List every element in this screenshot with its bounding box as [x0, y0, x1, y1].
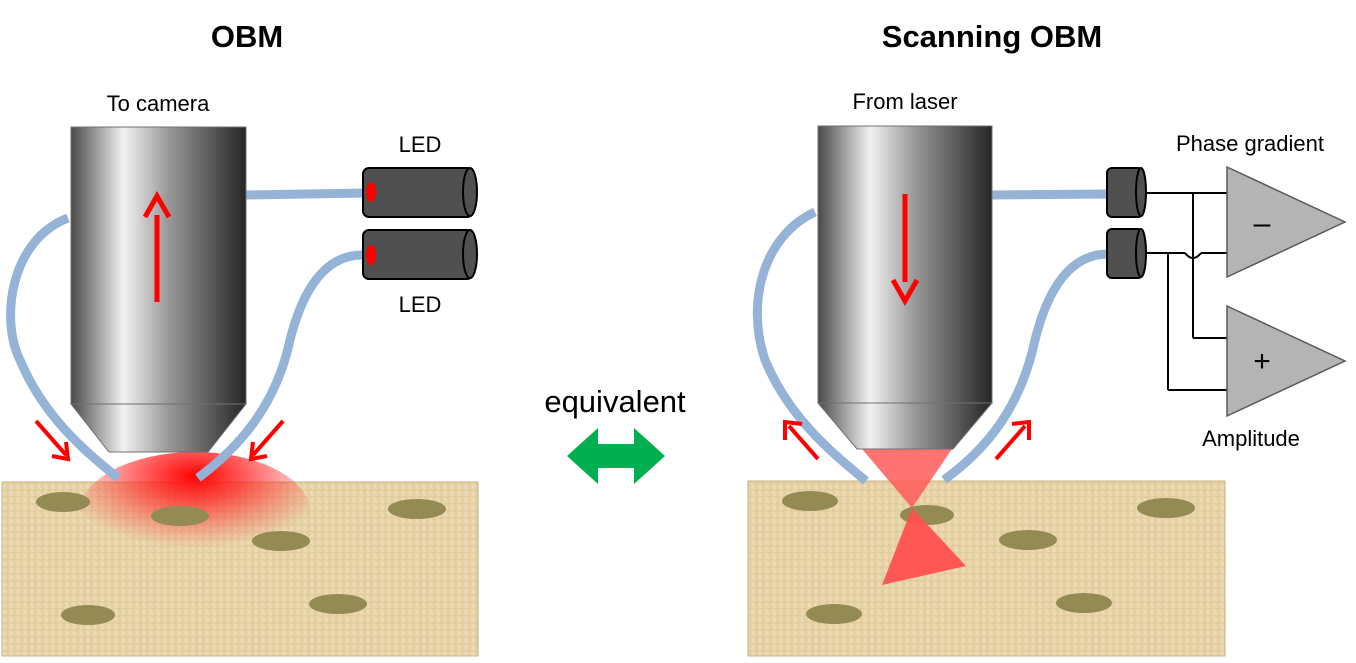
left-incident-arrow-right — [251, 419, 285, 457]
led-top-emitter — [366, 182, 376, 202]
left-fiber-left — [6, 213, 121, 482]
left-inclusion — [36, 492, 90, 512]
led-bottom — [362, 229, 474, 280]
laser-beam-lower-cone — [882, 508, 966, 585]
sum-amplifier-symbol: + — [1253, 345, 1271, 378]
led-top-end — [462, 167, 478, 217]
phase-gradient-label: Phase gradient — [1176, 131, 1324, 156]
left-led-top-label: LED — [399, 132, 442, 157]
left-led-bottom-label: LED — [399, 292, 442, 317]
right-fiber-top — [991, 189, 1111, 200]
difference-amplifier — [1226, 165, 1347, 279]
detector-wiring — [1146, 192, 1227, 391]
left-incident-arrowhead-right — [248, 441, 268, 462]
left-objective-tip — [69, 403, 248, 453]
left-inclusion — [309, 594, 367, 614]
right-title: Scanning OBM — [882, 19, 1102, 54]
right-fiber-right — [941, 249, 1109, 484]
left-incident-arrow-left — [34, 419, 68, 457]
right-light-down-arrowhead — [890, 278, 920, 307]
right-collected-arrowhead-right — [1011, 419, 1031, 440]
right-inclusion — [806, 604, 862, 624]
right-collected-arrow-right — [994, 424, 1027, 461]
right-collected-arrowhead-left — [783, 419, 803, 440]
difference-amplifier-symbol: – — [1254, 207, 1271, 240]
left-light-up-arrowhead — [142, 190, 172, 219]
left-inclusion — [252, 531, 310, 551]
left-inclusion — [388, 499, 446, 519]
left-title: OBM — [211, 19, 283, 54]
right-objective-label: From laser — [852, 89, 957, 114]
photodetector-top-end — [1135, 167, 1147, 217]
led-bottom-end — [462, 229, 478, 279]
left-inclusion — [61, 605, 115, 625]
equivalent-label: equivalent — [544, 384, 686, 419]
equivalence-double-arrow — [567, 428, 665, 484]
right-inclusion — [1137, 498, 1195, 518]
sum-amplifier — [1226, 304, 1347, 418]
right-inclusion — [999, 530, 1057, 550]
photodetector-bottom-end — [1135, 228, 1147, 278]
right-fiber-left — [752, 207, 869, 485]
led-top — [362, 167, 474, 218]
led-bottom-emitter — [366, 245, 376, 265]
left-objective-label: To camera — [107, 91, 210, 116]
laser-beam-upper-cone — [862, 449, 952, 508]
right-inclusion — [782, 491, 838, 511]
right-collected-arrow-left — [787, 424, 820, 461]
left-inclusion — [151, 506, 209, 526]
left-fiber-top — [245, 188, 367, 200]
amplitude-label: Amplitude — [1202, 426, 1300, 451]
right-objective-tip — [816, 402, 994, 450]
left-fiber-right — [195, 250, 363, 482]
right-inclusion — [1056, 593, 1112, 613]
left-incident-arrowhead-left — [51, 441, 71, 462]
